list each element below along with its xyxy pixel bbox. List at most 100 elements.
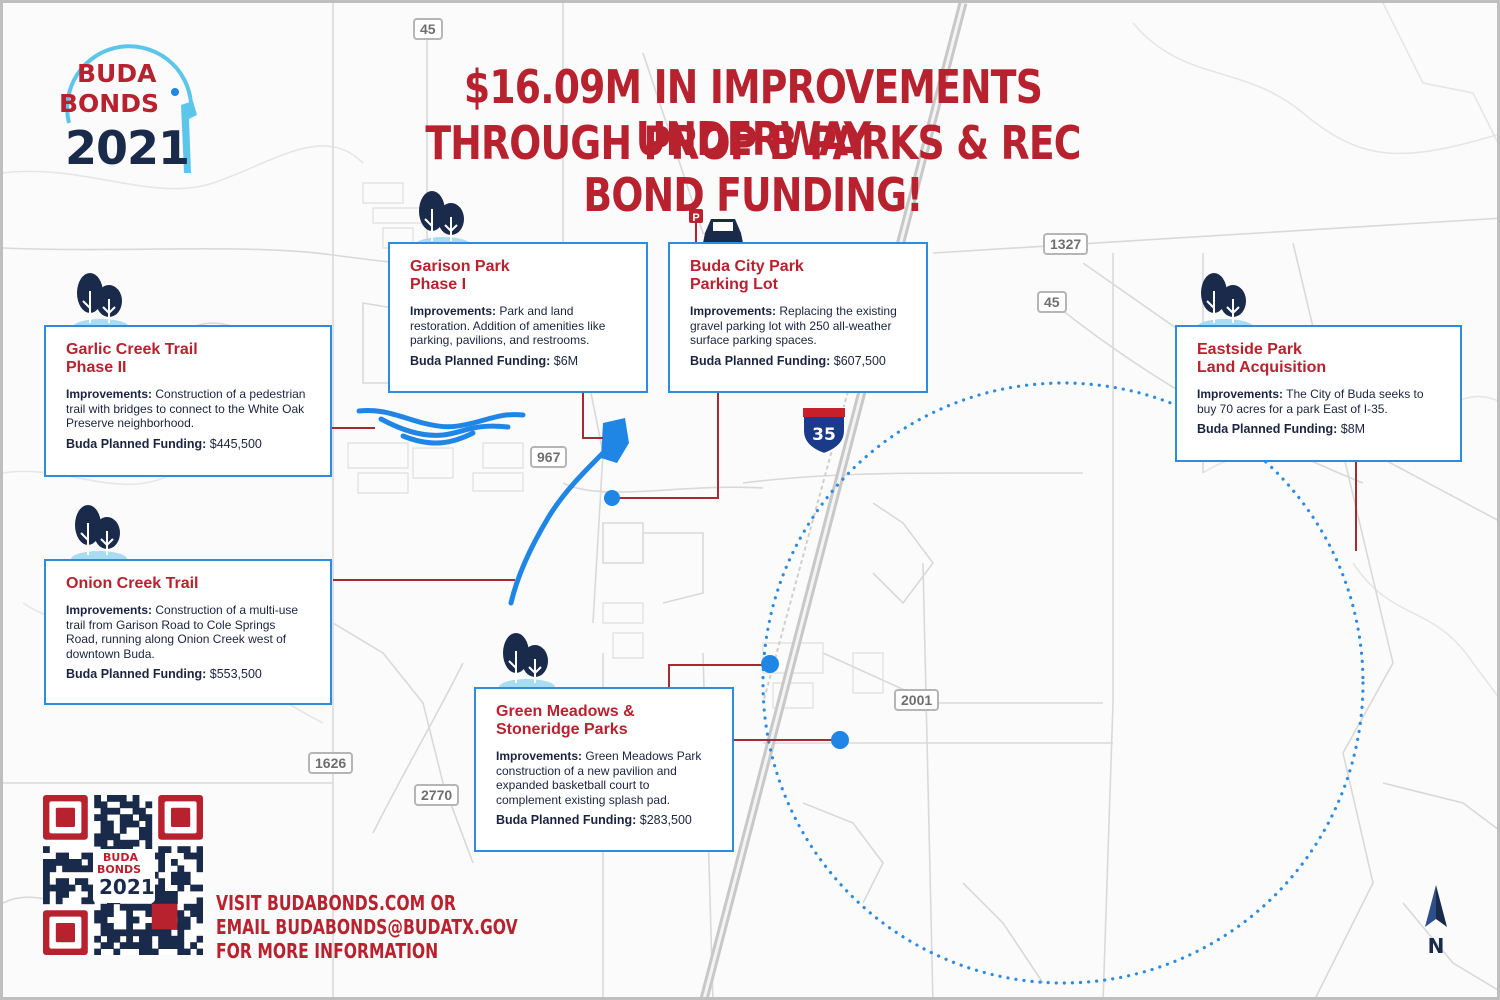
road-shield-967: 967 — [530, 446, 568, 468]
green-meadows-marker — [761, 655, 779, 673]
qr-module — [100, 839, 108, 847]
qr-module — [145, 814, 153, 821]
qr-module — [196, 948, 204, 956]
headline-line-2: THROUGH PROP B PARKS & REC BOND FUNDING! — [425, 116, 1081, 222]
qr-module — [164, 942, 172, 949]
qr-module — [81, 884, 89, 892]
qr-module — [100, 807, 108, 815]
qr-module — [158, 878, 165, 885]
qr-module — [119, 839, 127, 847]
qr-module — [177, 878, 185, 885]
qr-module — [183, 846, 191, 853]
qr-module — [151, 852, 159, 860]
qr-module — [55, 891, 63, 898]
qr-module — [94, 910, 101, 917]
qr-module — [126, 814, 133, 821]
qr-module — [177, 935, 185, 943]
road-shield-1626: 1626 — [308, 752, 354, 774]
qr-module — [151, 871, 159, 879]
onion-creek-trail-path — [508, 450, 606, 606]
qr-module — [177, 916, 185, 924]
qr-module — [158, 884, 165, 892]
city-park-marker — [604, 490, 620, 506]
qr-module — [158, 929, 165, 937]
road-shield-2770: 2770 — [414, 784, 460, 806]
eastside-acquisition-area — [761, 381, 1365, 985]
qr-module — [87, 852, 95, 860]
qr-module — [43, 891, 50, 898]
qr-module — [94, 839, 101, 847]
qr-module — [171, 897, 178, 905]
qr-module — [126, 903, 133, 911]
qr-module — [171, 859, 178, 866]
card-improvements: Improvements: Construction of a pedestri… — [66, 387, 306, 430]
qr-module — [43, 859, 50, 866]
qr-module — [100, 942, 108, 949]
qr-logo-word-bonds: BONDS — [97, 863, 141, 876]
road-shield-45-right: 45 — [1037, 291, 1067, 313]
qr-module — [68, 884, 76, 892]
qr-logo-word-buda: BUDA — [103, 851, 138, 864]
contact-line-2[interactable]: EMAIL BUDABONDS@BUDATX.GOV — [216, 915, 518, 939]
qr-module — [183, 916, 191, 924]
qr-module — [139, 814, 146, 821]
card-onion-creek-trail: Onion Creek Trail Improvements: Construc… — [44, 559, 332, 705]
qr-module — [196, 910, 204, 917]
qr-module — [119, 820, 127, 828]
logo-year: 2021 — [65, 121, 190, 175]
qr-module — [151, 884, 159, 892]
buda-bonds-logo: BUDA BONDS 2021 — [51, 43, 211, 183]
logo-word-buda: BUDA — [77, 59, 157, 88]
qr-module — [158, 942, 165, 949]
qr-module — [100, 827, 108, 834]
qr-module — [177, 846, 185, 853]
qr-module — [190, 852, 197, 860]
qr-module — [43, 871, 50, 879]
qr-module — [113, 833, 121, 841]
qr-module — [132, 942, 140, 949]
qr-module — [119, 801, 127, 809]
qr-module — [94, 801, 101, 809]
qr-module — [94, 916, 101, 924]
qr-module — [43, 878, 50, 885]
headline-line-1: $16.09M IN IMPROVEMENTS UNDERWAY — [463, 60, 1043, 166]
qr-module — [100, 910, 108, 917]
qr-module — [107, 935, 114, 943]
qr-module — [107, 929, 114, 937]
qr-module — [75, 878, 82, 885]
qr-module — [113, 807, 121, 815]
qr-module — [183, 923, 191, 930]
qr-module — [183, 852, 191, 860]
qr-module — [164, 846, 172, 853]
qr-module — [196, 846, 204, 853]
qr-module — [100, 801, 108, 809]
qr-module — [139, 948, 146, 956]
qr-module — [177, 910, 185, 917]
qr-module — [132, 801, 140, 809]
qr-module — [164, 935, 172, 943]
qr-module — [171, 878, 178, 885]
logo-arc-icon — [65, 44, 197, 173]
contact-line-1[interactable]: VISIT BUDABONDS.COM OR — [216, 891, 456, 915]
card-improvements: Improvements: Green Meadows Park constru… — [496, 749, 702, 807]
qr-module — [151, 929, 159, 937]
qr-module — [139, 942, 146, 949]
qr-module — [145, 833, 153, 841]
road-shield-2001: 2001 — [894, 689, 940, 711]
qr-module — [62, 878, 69, 885]
qr-module — [196, 852, 204, 860]
qr-module — [113, 929, 121, 937]
qr-module — [119, 942, 127, 949]
qr-module — [113, 935, 121, 943]
card-funding: Buda Planned Funding: $6M — [410, 353, 579, 368]
qr-module — [177, 929, 185, 937]
qr-module — [158, 846, 165, 853]
qr-module — [62, 865, 69, 873]
road-shield-1327: 1327 — [1043, 233, 1089, 255]
card-funding: Buda Planned Funding: $445,500 — [66, 436, 262, 451]
qr-module — [126, 935, 133, 943]
card-improvements: Improvements: The City of Buda seeks to … — [1197, 387, 1424, 416]
qr-module — [87, 897, 95, 905]
qr-code[interactable]: BUDA BONDS 2021 — [43, 795, 204, 956]
